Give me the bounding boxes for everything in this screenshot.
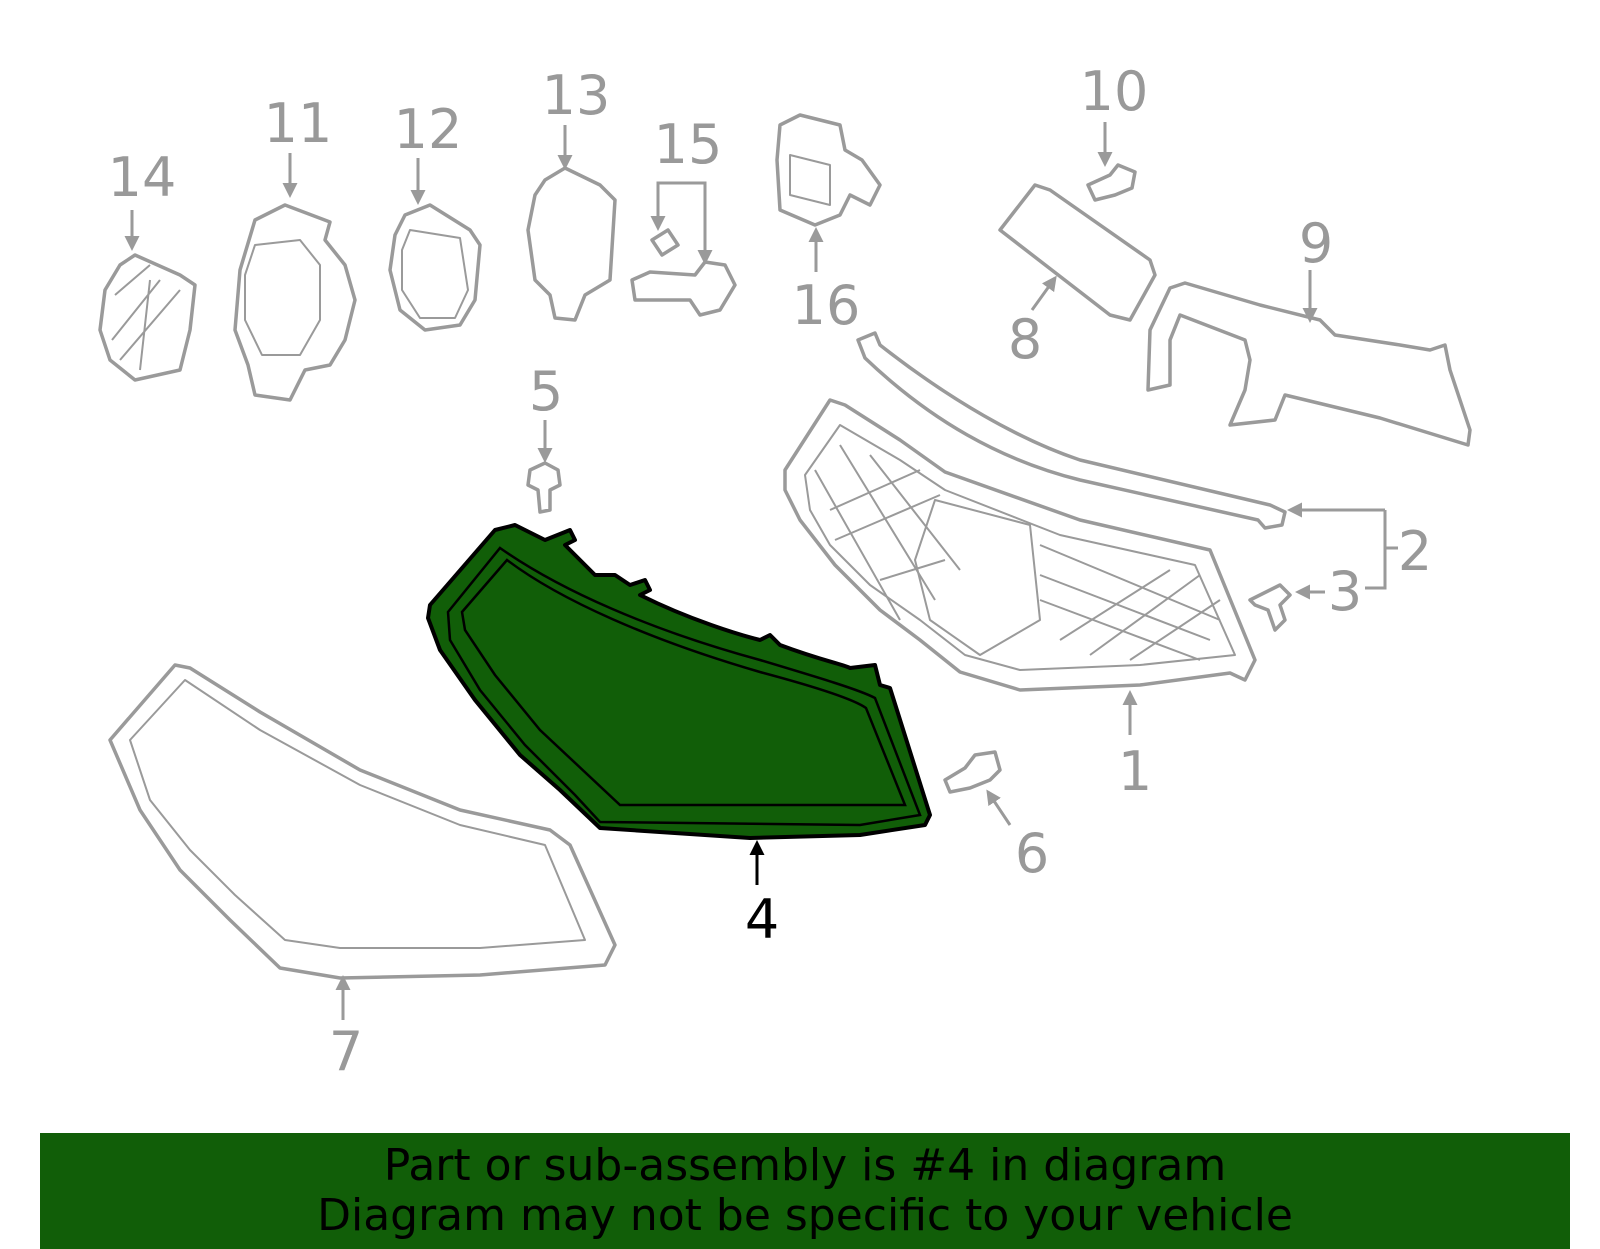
info-banner: Part or sub-assembly is #4 in diagram Di… — [40, 1133, 1570, 1249]
callout-7: 7 — [329, 1020, 363, 1083]
part-14-emblem[interactable] — [98, 253, 197, 382]
callout-16: 16 — [792, 274, 861, 337]
part-8-bracket[interactable] — [998, 183, 1157, 322]
part-16-sensor[interactable] — [775, 113, 882, 227]
part-13-cover[interactable] — [526, 166, 617, 322]
callout-2: 2 — [1398, 520, 1432, 583]
callout-13: 13 — [542, 64, 611, 127]
callout-1: 1 — [1118, 740, 1152, 803]
part-15-bulb[interactable] — [630, 228, 737, 317]
part-4-grille-selected[interactable] — [426, 523, 932, 840]
callout-11: 11 — [264, 92, 333, 155]
callout-5: 5 — [529, 360, 563, 423]
part-2-molding[interactable] — [856, 331, 1287, 530]
part-6-screw[interactable] — [943, 750, 1002, 794]
leader-lines — [124, 122, 1398, 1020]
banner-line-2: Diagram may not be specific to your vehi… — [317, 1190, 1293, 1241]
callout-12: 12 — [394, 98, 463, 161]
callout-4: 4 — [745, 888, 779, 951]
callout-3: 3 — [1328, 560, 1362, 623]
part-7-frame[interactable] — [108, 663, 617, 980]
callout-9: 9 — [1299, 212, 1333, 275]
part-3-clip[interactable] — [1248, 583, 1292, 632]
callout-6: 6 — [1015, 822, 1049, 885]
part-1-grille[interactable] — [783, 398, 1257, 692]
callout-8: 8 — [1008, 308, 1042, 371]
callout-10: 10 — [1080, 60, 1149, 123]
callout-labels: 1 2 3 4 5 6 7 8 9 10 11 12 13 14 15 16 — [108, 60, 1433, 1083]
part-10-bolt[interactable] — [1086, 163, 1137, 202]
banner-line-1: Part or sub-assembly is #4 in diagram — [383, 1140, 1227, 1191]
callout-14: 14 — [108, 146, 177, 209]
part-5-clip[interactable] — [526, 461, 562, 514]
callout-15: 15 — [654, 113, 723, 176]
part-11-bracket[interactable] — [233, 203, 357, 402]
part-12-ring[interactable] — [388, 203, 482, 332]
